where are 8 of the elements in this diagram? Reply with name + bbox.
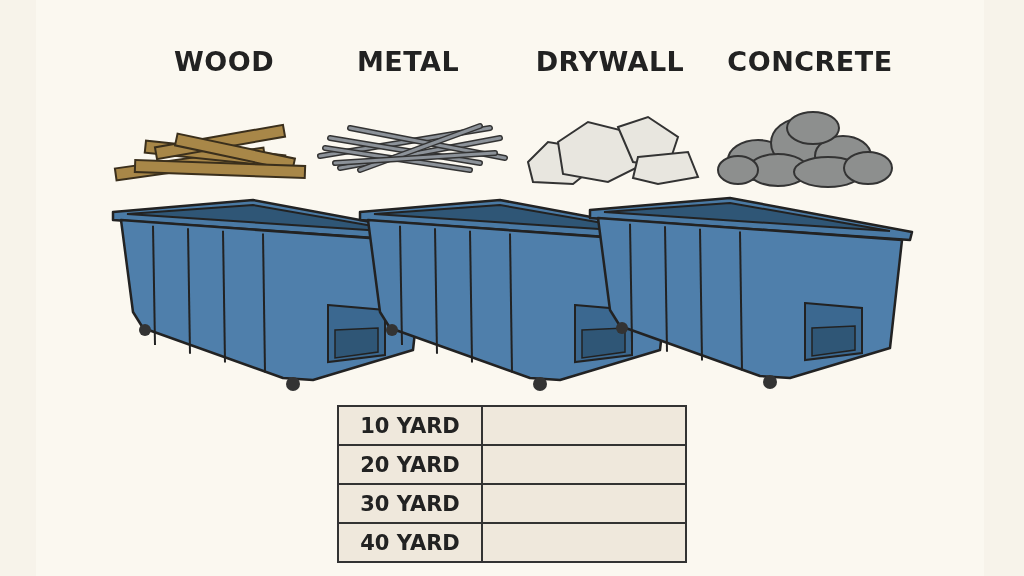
material-label: DRYWALL [535, 46, 685, 77]
material-label: CONCRETE [727, 46, 893, 77]
size-label: 20 YARD [337, 444, 483, 485]
size-label: 30 YARD [337, 483, 483, 524]
material-label: METAL [356, 46, 460, 77]
size-label: 10 YARD [337, 405, 483, 446]
material-label: WOOD [173, 46, 275, 77]
size-label: 40 YARD [337, 522, 483, 563]
